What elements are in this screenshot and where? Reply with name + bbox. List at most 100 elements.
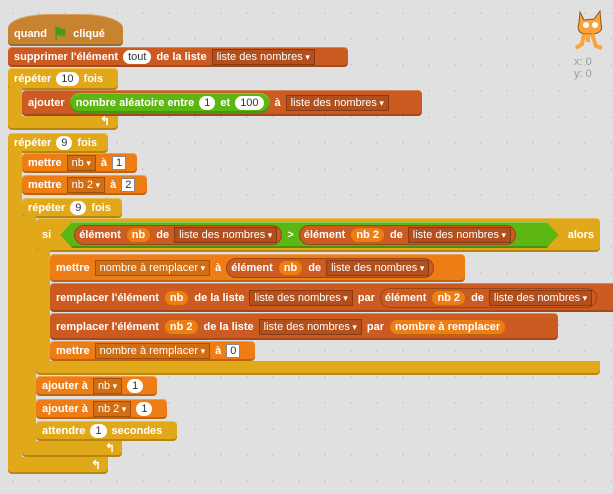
list-dropdown[interactable]: liste des nombres — [211, 49, 315, 65]
label: alors — [567, 229, 594, 241]
variable-reporter[interactable]: nombre à remplacer — [389, 318, 507, 335]
label: répéter — [14, 73, 52, 85]
hat-label-2: cliqué — [73, 28, 105, 40]
replace-item-block[interactable]: remplacer l'élément nb 2 de la liste lis… — [50, 313, 558, 340]
label: ajouter — [28, 97, 65, 109]
label: de la liste — [156, 51, 207, 63]
item-dropdown[interactable]: tout — [123, 50, 152, 64]
value-input[interactable]: 1 — [136, 402, 153, 416]
list-dropdown[interactable]: liste des nombres — [174, 227, 277, 243]
label: remplacer l'élément — [56, 320, 159, 333]
repeat-count-input[interactable]: 9 — [70, 201, 87, 215]
wait-seconds-input[interactable]: 1 — [90, 424, 107, 438]
label: mettre — [56, 262, 90, 274]
max-input[interactable]: 100 — [235, 96, 264, 110]
label: élément — [384, 291, 427, 304]
repeat-arm — [22, 216, 36, 446]
label: à — [215, 345, 222, 357]
variable-dropdown[interactable]: nombre à remplacer — [94, 343, 211, 359]
list-dropdown[interactable]: liste des nombres — [258, 318, 362, 335]
greater-than-operator: > — [287, 229, 294, 241]
list-dropdown[interactable]: liste des nombres — [285, 95, 389, 111]
list-dropdown[interactable]: liste des nombres — [249, 289, 353, 306]
repeat-block[interactable]: répéter 9 fois — [8, 133, 108, 153]
set-variable-block[interactable]: mettre nb 2 à 2 — [22, 175, 147, 195]
label: par — [357, 291, 375, 304]
label: ajouter à — [42, 403, 88, 415]
value-input[interactable]: 0 — [226, 344, 241, 358]
repeat-bottom — [22, 441, 122, 457]
label: de — [471, 291, 484, 304]
nb-variable[interactable]: nb — [126, 227, 151, 243]
label: fois — [91, 202, 111, 214]
label: mettre — [56, 345, 90, 357]
label: ajouter à — [42, 380, 88, 392]
loop-arrow-icon: ↰ — [91, 458, 102, 472]
label: de la liste — [194, 291, 245, 304]
label: élément — [231, 262, 273, 274]
item-of-list-reporter[interactable]: élément nb 2 de liste des nombres — [379, 287, 598, 308]
label: nombre aléatoire entre — [75, 97, 195, 109]
repeat-count-input[interactable]: 10 — [56, 72, 79, 86]
variable-dropdown[interactable]: nombre à remplacer — [94, 260, 211, 276]
sprite-y-readout: y: 0 — [574, 68, 592, 80]
label: supprimer l'élément — [14, 51, 119, 63]
change-variable-block[interactable]: ajouter à nb 2 1 — [36, 399, 167, 419]
add-to-list-block[interactable]: ajouter nombre aléatoire entre 1 et 100 … — [22, 90, 422, 116]
label: mettre — [28, 179, 62, 191]
value-input[interactable]: 1 — [112, 156, 127, 170]
value-input[interactable]: 2 — [121, 178, 136, 192]
list-dropdown[interactable]: liste des nombres — [488, 289, 593, 306]
sprite-x-readout: x: 0 — [574, 56, 592, 68]
set-variable-block[interactable]: mettre nombre à remplacer à élémentnbdel… — [50, 254, 465, 282]
label: élément — [79, 229, 121, 241]
label: secondes — [111, 425, 163, 437]
label: répéter — [28, 202, 66, 214]
label: à — [110, 179, 117, 191]
repeat-count-input[interactable]: 9 — [56, 136, 73, 150]
nb2-variable[interactable]: nb 2 — [163, 318, 199, 335]
change-variable-block[interactable]: ajouter à nb 1 — [36, 376, 157, 396]
nb2-variable[interactable]: nb 2 — [350, 227, 385, 243]
delete-item-block[interactable]: supprimer l'élément tout de la liste lis… — [8, 47, 348, 67]
set-variable-block[interactable]: mettre nombre à remplacer à 0 — [50, 341, 255, 361]
label: de la liste — [203, 320, 254, 333]
wait-block[interactable]: attendre 1 secondes — [36, 421, 177, 441]
repeat-arm — [8, 88, 22, 118]
green-flag-icon: ⚑ — [52, 23, 69, 44]
label: à — [215, 262, 222, 274]
nb-variable[interactable]: nb — [163, 289, 190, 306]
label: de — [389, 229, 403, 241]
value-input[interactable]: 1 — [127, 379, 144, 393]
nb-variable[interactable]: nb — [277, 260, 304, 276]
variable-dropdown[interactable]: nb 2 — [92, 401, 132, 417]
when-flag-clicked-block[interactable]: quand ⚑ cliqué — [8, 14, 123, 46]
repeat-block[interactable]: répéter 10 fois — [8, 68, 118, 90]
repeat-block[interactable]: répéter 9 fois — [22, 198, 122, 218]
label: par — [366, 320, 385, 333]
list-dropdown[interactable]: liste des nombres — [408, 227, 511, 243]
sprite-cat-icon — [572, 8, 606, 52]
loop-arrow-icon: ↰ — [100, 114, 111, 128]
variable-dropdown[interactable]: nb 2 — [66, 177, 106, 193]
nb2-variable[interactable]: nb 2 — [431, 289, 467, 306]
label: de — [156, 229, 170, 241]
list-dropdown[interactable]: liste des nombres — [326, 260, 430, 276]
label: répéter — [14, 137, 52, 149]
replace-item-block[interactable]: remplacer l'élément nb de la liste liste… — [50, 283, 613, 312]
label: attendre — [42, 425, 86, 437]
variable-dropdown[interactable]: nb — [92, 378, 123, 394]
repeat-bottom — [8, 116, 118, 130]
label: mettre — [28, 157, 62, 169]
set-variable-block[interactable]: mettre nb à 1 — [22, 153, 137, 173]
label: et — [220, 97, 231, 109]
min-input[interactable]: 1 — [199, 96, 216, 110]
variable-dropdown[interactable]: nb — [66, 155, 96, 171]
random-reporter[interactable]: nombre aléatoire entre 1 et 100 — [69, 93, 270, 113]
loop-arrow-icon: ↰ — [105, 441, 116, 455]
